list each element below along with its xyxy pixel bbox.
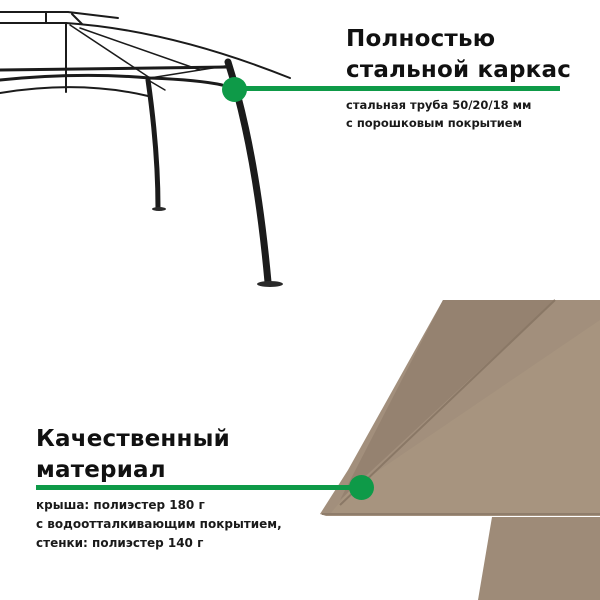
callout-dot-material xyxy=(349,475,374,500)
callout-dot-frame xyxy=(222,77,247,102)
feature-description-steel-frame: стальная труба 50/20/18 мм с порошковым … xyxy=(346,98,532,130)
feature-title-material: Качественный материал xyxy=(36,426,230,483)
feature-title-steel-frame: Полностью стальной каркас xyxy=(346,26,572,83)
callout-line-material xyxy=(36,485,360,490)
feature-description-material: крыша: полиэстер 180 г с водоотталкивающ… xyxy=(36,498,282,550)
callout-line-frame xyxy=(234,86,560,91)
